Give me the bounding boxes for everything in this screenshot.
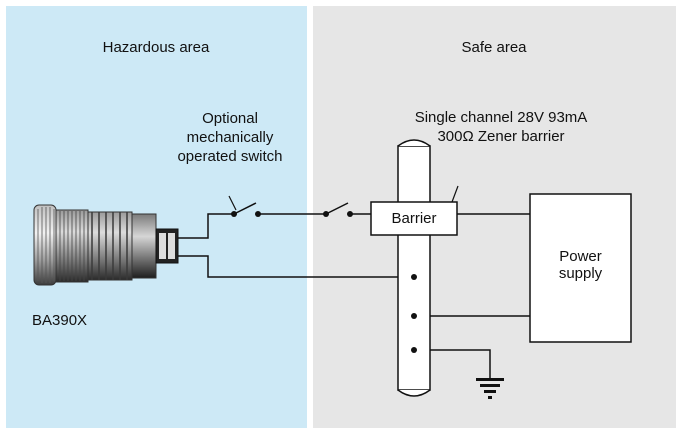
hazardous-area-label: Hazardous area [102, 39, 210, 56]
switch-description-line: Optional [202, 110, 258, 127]
power-supply-label-line: supply [558, 265, 603, 282]
switch-icon [323, 202, 353, 217]
power-supply-box [529, 193, 632, 343]
barrier-spec-line: 300Ω Zener barrier [437, 128, 565, 145]
barrier-box [370, 201, 458, 236]
wiring [178, 213, 530, 378]
device-label: BA390X [32, 312, 88, 329]
barrier-spec-line: Single channel 28V 93mA [414, 109, 588, 126]
switch-description-line: mechanically [186, 129, 274, 146]
din-rail [397, 145, 431, 391]
safe-area-label: Safe area [461, 39, 527, 56]
switch-description: Optional mechanically operated switch [150, 109, 310, 166]
switch-icon [228, 195, 261, 217]
barrier-label: Barrier [391, 210, 437, 227]
ground-icon [476, 378, 504, 399]
switch-description-line: operated switch [177, 148, 283, 165]
barrier-spec: Single channel 28V 93mA 300Ω Zener barri… [376, 108, 626, 146]
power-supply-label: Power supply [530, 248, 631, 282]
push-button-device-icon [33, 204, 179, 286]
power-supply-label-line: Power [559, 248, 602, 265]
